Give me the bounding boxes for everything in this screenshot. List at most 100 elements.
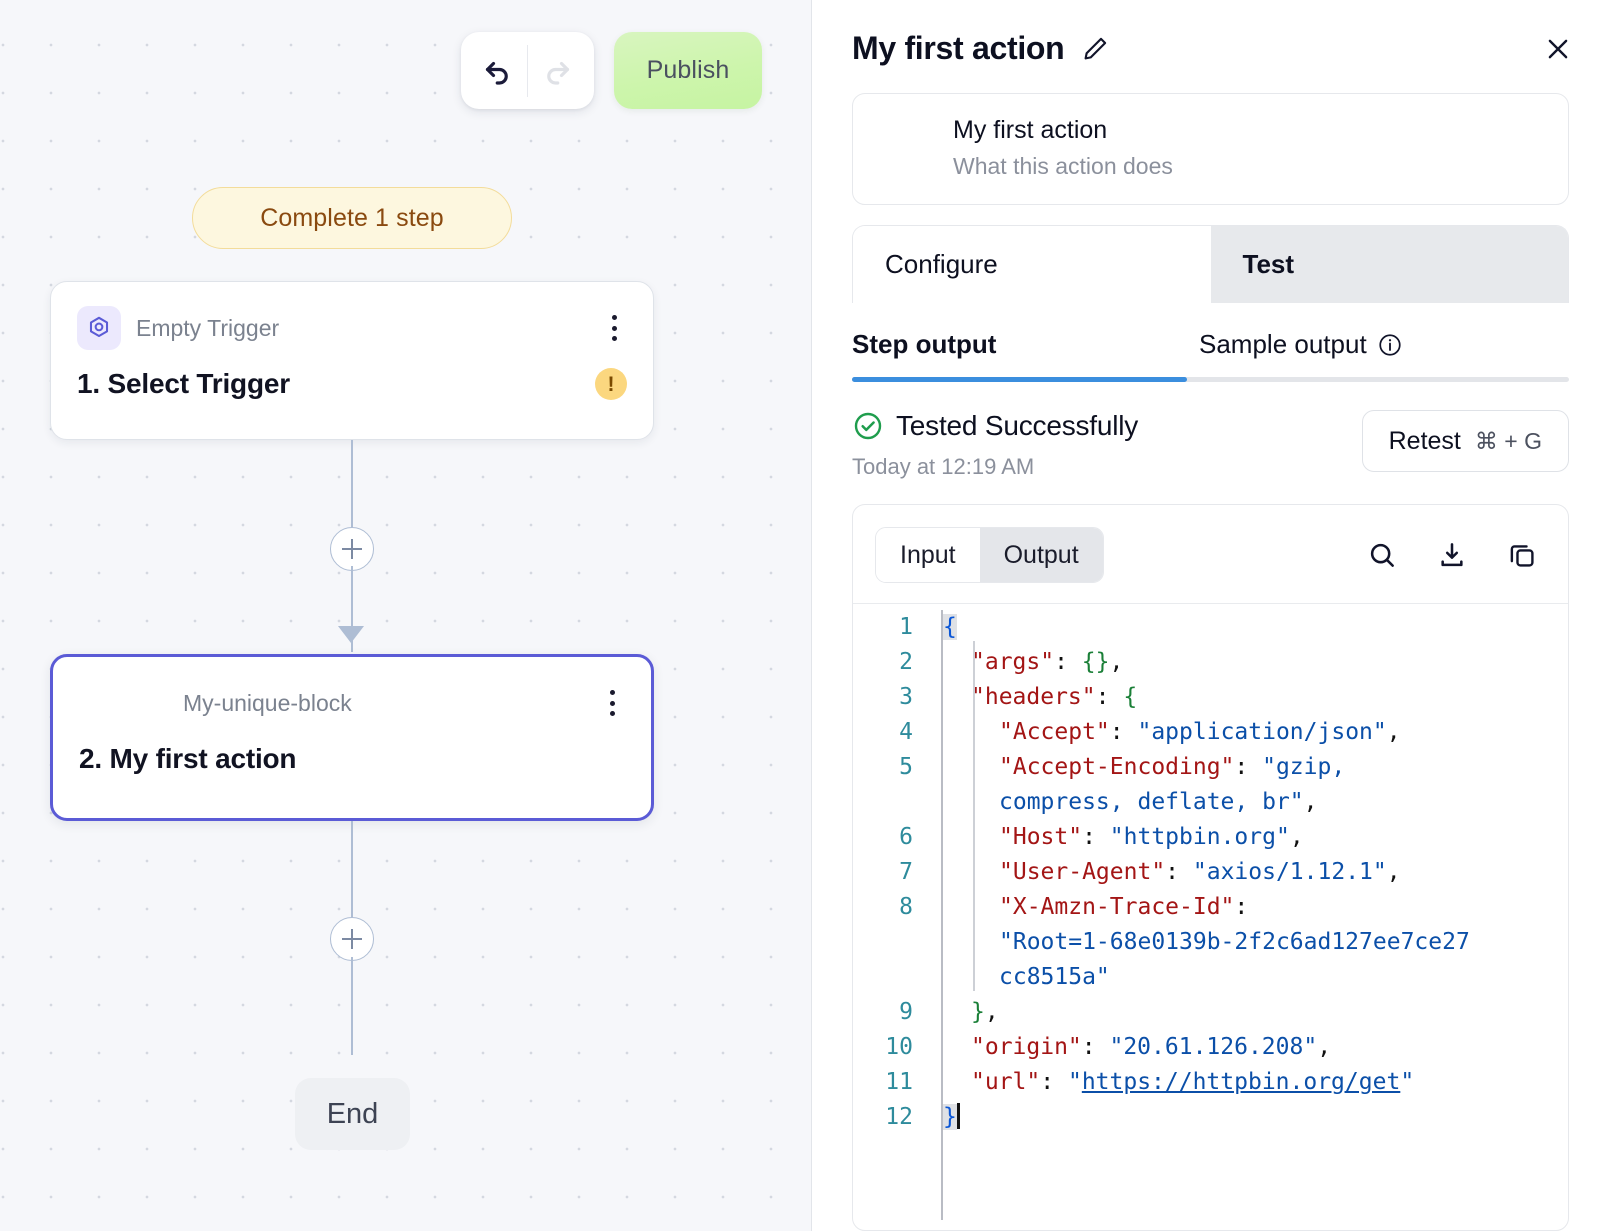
code-line: }, <box>943 995 1568 1030</box>
test-status-row: Tested Successfully Today at 12:19 AM Re… <box>852 410 1569 480</box>
subtab-rail <box>852 377 1569 382</box>
search-button[interactable] <box>1366 539 1398 571</box>
node-menu-button[interactable] <box>601 311 627 345</box>
code-token: "headers" <box>971 684 1096 710</box>
code-token: , <box>1386 859 1401 885</box>
code-tool-icons <box>1366 539 1538 571</box>
search-icon <box>1370 543 1394 567</box>
workflow-node-action[interactable]: My-unique-block 2. My first action <box>50 654 654 821</box>
add-step-button-2[interactable] <box>330 917 374 961</box>
node-menu-button[interactable] <box>599 686 625 720</box>
edge-connector <box>351 440 353 532</box>
node-warning-badge[interactable]: ! <box>595 368 627 400</box>
code-token: "Root=1-68e0139b-2f2c6ad127ee7ce27 <box>999 929 1470 955</box>
code-line-number: 6 <box>899 824 913 850</box>
code-token: } <box>943 1104 957 1130</box>
toolbar-divider <box>527 44 528 97</box>
undo-button[interactable] <box>469 42 527 100</box>
code-line-number: 11 <box>885 1069 913 1095</box>
close-icon <box>1548 39 1568 58</box>
test-status-line: Tested Successfully <box>852 410 1362 442</box>
node-icon-container <box>77 306 121 350</box>
code-toolbar: Input Output <box>853 505 1568 603</box>
panel-tabs: Configure Test <box>852 225 1569 303</box>
close-panel-button[interactable] <box>1543 34 1579 64</box>
code-token: "20.61.126.208" <box>1109 1034 1318 1060</box>
code-token: : <box>1095 684 1124 710</box>
publish-button[interactable]: Publish <box>614 32 762 109</box>
retest-shortcut: ⌘ + G <box>1474 427 1542 454</box>
code-line-number <box>853 925 913 960</box>
code-token: "gzip, <box>1262 754 1346 780</box>
edit-title-button[interactable] <box>1080 34 1110 64</box>
code-line: "Host": "httpbin.org", <box>943 820 1568 855</box>
info-circle-icon[interactable] <box>1377 332 1403 358</box>
subtab-sample-output[interactable]: Sample output <box>1199 329 1546 382</box>
node-header-row: Empty Trigger <box>77 304 627 352</box>
code-token: : <box>1165 859 1193 885</box>
code-token: , <box>984 999 999 1025</box>
download-button[interactable] <box>1436 539 1468 571</box>
code-token: } <box>971 999 985 1025</box>
node-title: 2. My first action <box>79 743 297 774</box>
indent-guide <box>973 641 975 991</box>
code-token: , <box>1303 789 1318 815</box>
code-token: : <box>1081 1034 1110 1060</box>
code-line: "Accept": "application/json", <box>943 715 1568 750</box>
subtab-step-output[interactable]: Step output <box>852 329 1199 382</box>
workflow-end-node: End <box>295 1078 410 1150</box>
subtab-active-indicator <box>852 377 1187 382</box>
edge-connector <box>351 821 353 919</box>
code-line: "origin": "20.61.126.208", <box>943 1030 1568 1065</box>
undo-arrow-icon <box>485 61 508 85</box>
add-step-button-1[interactable] <box>330 527 374 571</box>
panel-subtabs: Step output Sample output <box>852 303 1569 382</box>
test-status-left: Tested Successfully Today at 12:19 AM <box>852 410 1362 480</box>
code-token: , <box>1109 649 1124 675</box>
redo-button[interactable] <box>528 42 586 100</box>
code-token: { <box>943 614 957 640</box>
tab-test[interactable]: Test <box>1210 226 1568 303</box>
code-token: "origin" <box>971 1034 1082 1060</box>
redo-arrow-icon <box>547 61 570 85</box>
code-token: "User-Agent" <box>999 859 1166 885</box>
code-line: "Root=1-68e0139b-2f2c6ad127ee7ce27 <box>943 925 1568 960</box>
code-token: https://httpbin.org/get <box>1081 1069 1401 1095</box>
panel-title: My first action <box>852 30 1065 66</box>
edge-arrowhead-icon <box>338 626 364 643</box>
code-token: : <box>1054 649 1082 675</box>
retest-button[interactable]: Retest ⌘ + G <box>1361 410 1569 472</box>
code-token: "application/json" <box>1137 719 1387 745</box>
tab-configure[interactable]: Configure <box>853 226 1211 303</box>
segment-output[interactable]: Output <box>979 528 1103 582</box>
code-line: } <box>943 1100 1568 1135</box>
segment-input[interactable]: Input <box>876 528 980 582</box>
code-line-number <box>853 785 913 820</box>
code-token: "X-Amzn-Trace-Id" <box>999 894 1235 920</box>
action-name: My first action <box>953 116 1108 144</box>
hexagon-trigger-icon <box>89 316 109 338</box>
code-line: "args": {}, <box>943 645 1568 680</box>
code-token: "url" <box>971 1069 1041 1095</box>
code-content[interactable]: {"args": {},"headers": {"Accept": "appli… <box>929 610 1568 1230</box>
action-description: What this action does <box>953 153 1173 179</box>
retest-label: Retest <box>1388 426 1461 455</box>
code-line-number: 9 <box>899 999 913 1025</box>
code-line: cc8515a" <box>943 960 1568 995</box>
workflow-node-trigger[interactable]: Empty Trigger 1. Select Trigger ! <box>50 281 654 440</box>
workflow-canvas[interactable]: Publish Complete 1 step Empty Trigger 1.… <box>0 0 812 1231</box>
code-line-number: 3 <box>899 684 913 710</box>
code-output-card: Input Output <box>852 504 1569 1231</box>
complete-step-badge[interactable]: Complete 1 step <box>192 187 512 249</box>
code-line: "url": "https://httpbin.org/get" <box>943 1065 1568 1100</box>
code-token: " <box>1400 1069 1415 1095</box>
code-token: : <box>1109 719 1138 745</box>
action-description-card[interactable]: My first action What this action does <box>852 93 1569 205</box>
copy-button[interactable] <box>1506 539 1538 571</box>
code-line: "X-Amzn-Trace-Id": <box>943 890 1568 925</box>
code-token: "Host" <box>999 824 1083 850</box>
code-token: "axios/1.12.1" <box>1192 859 1387 885</box>
